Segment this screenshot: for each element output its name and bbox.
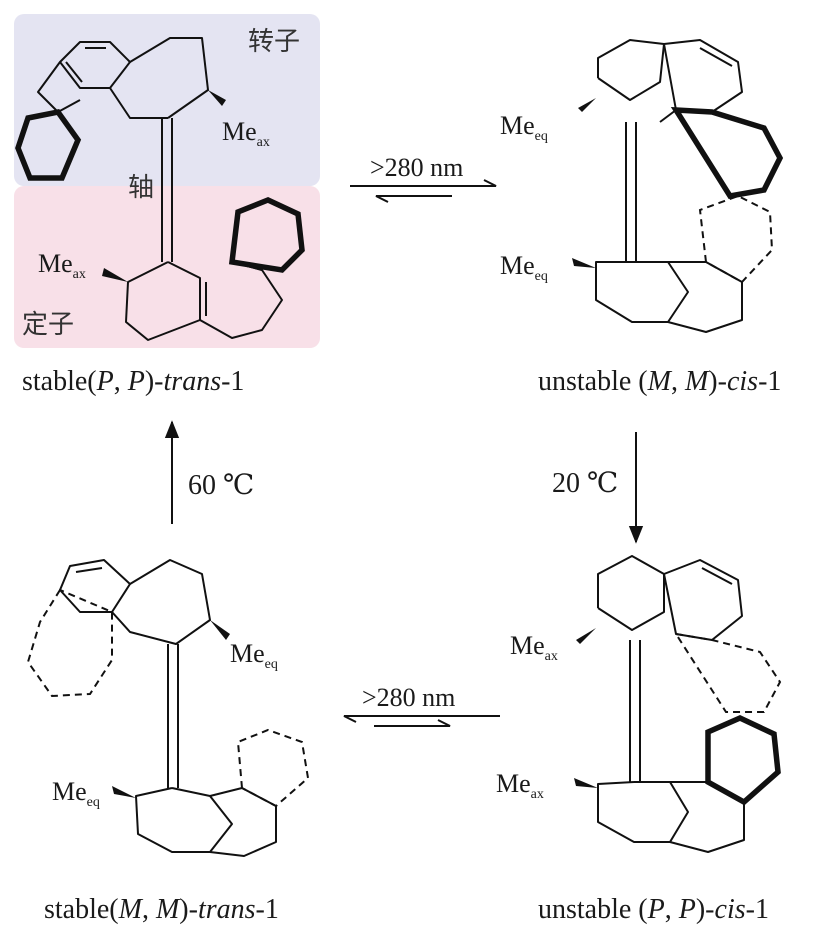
methyl-bottom-label: Meeq [52,777,100,810]
methyl-top-label: Meeq [500,111,548,144]
compound-label-top-left: stable(P, P)-trans-1 [22,366,244,397]
methyl-bottom-label: Meax [38,249,86,282]
compound-label-bottom-left: stable(M, M)-trans-1 [44,894,279,925]
methyl-top-label: Meax [222,117,270,150]
condition-photo-top: >280 nm [370,153,463,182]
rotor-label: 转子 [248,27,300,57]
molecule-bottom-left: Meeq Meeq [26,559,310,857]
rotor-box [14,14,320,186]
methyl-top-label: Meeq [230,639,278,672]
axle-label: 轴 [128,173,154,203]
methyl-bottom-label: Meeq [500,251,548,284]
compound-label-bottom-right: unstable (P, P)-cis-1 [538,894,769,925]
stator-box [14,186,320,348]
methyl-bottom-label: Meax [496,769,544,802]
stator-label: 定子 [22,310,74,340]
condition-thermal-left: 60 ℃ [188,470,254,501]
condition-photo-bottom: >280 nm [362,683,455,712]
arrow-photo-top [350,179,497,203]
condition-thermal-right: 20 ℃ [552,468,618,499]
methyl-top-label: Meax [510,631,558,664]
molecule-bottom-right: Meax Meax [496,555,782,853]
molecule-top-right: Meeq Meeq [500,39,784,333]
compound-label-top-right: unstable (M, M)-cis-1 [538,366,781,397]
molecule-top-left: Meax Meax [15,37,305,341]
arrow-photo-bottom [343,715,500,727]
